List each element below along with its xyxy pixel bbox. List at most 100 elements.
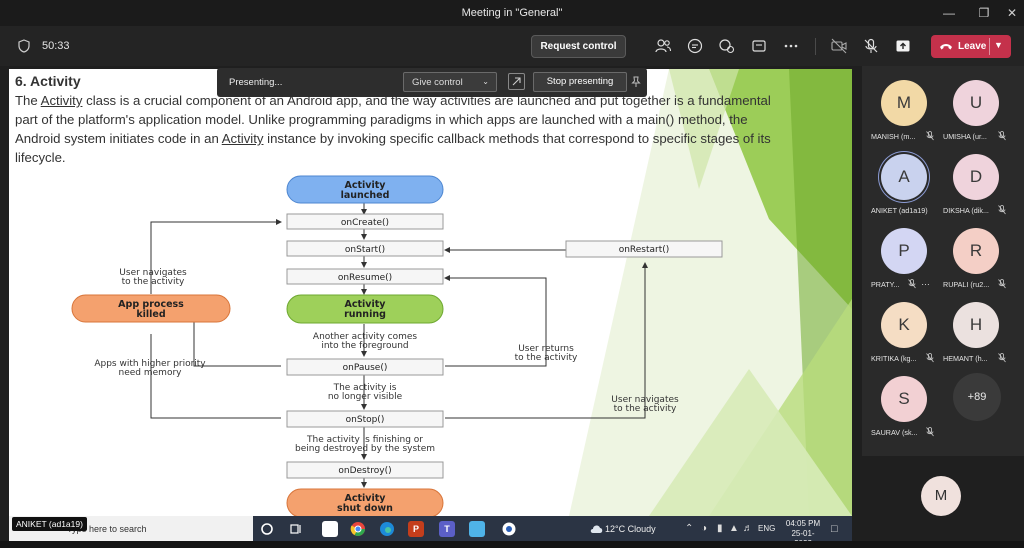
paragraph-text: The	[15, 93, 41, 108]
node-text: launched	[341, 190, 390, 201]
leave-separator	[989, 38, 990, 55]
note-finishing: being destroyed by the system	[295, 444, 435, 454]
camera-off-icon[interactable]	[830, 37, 848, 55]
battery-icon: ▮	[717, 523, 723, 534]
participant-name: KRITIKA (kg...	[871, 354, 917, 363]
node-text: running	[344, 309, 386, 320]
mic-off-icon	[926, 131, 934, 141]
participant-avatar: H	[953, 302, 999, 348]
participant-avatar: K	[881, 302, 927, 348]
shared-screen: 6. Activity The Activity class is a cruc…	[0, 66, 862, 548]
participant-name: ANIKET (ad1a19)	[871, 206, 928, 215]
node-text: onResume()	[338, 273, 392, 283]
node-text: onStop()	[346, 415, 385, 425]
node-text: onStart()	[345, 245, 385, 255]
note-higher-priority: Apps with higher priority	[94, 359, 206, 369]
node-text: killed	[136, 309, 165, 320]
people-icon[interactable]	[654, 37, 672, 55]
stop-presenting-button[interactable]: Stop presenting	[533, 72, 627, 92]
node-text: onCreate()	[341, 218, 389, 228]
node-on-pause: onPause()	[286, 358, 444, 376]
leave-button[interactable]: Leave ▼	[931, 35, 1011, 58]
mic-off-icon	[998, 353, 1006, 363]
diagram-connectors	[150, 203, 648, 488]
note-another-activity: into the foreground	[321, 341, 408, 351]
participant-avatar: P	[881, 228, 927, 274]
chevron-down-icon[interactable]: ▼	[994, 40, 1003, 50]
mic-off-icon	[908, 279, 916, 289]
give-control-label: Give control	[412, 77, 463, 88]
mic-off-icon	[926, 353, 934, 363]
participant-name: HEMANT (h...	[943, 354, 988, 363]
toolbar-divider	[815, 38, 816, 55]
underlined-term: Activity	[221, 131, 264, 146]
participant-tile[interactable]: A ANIKET (ad1a19)	[869, 142, 939, 215]
participant-tile[interactable]: S SAURAV (sk...	[869, 364, 939, 437]
media-app-icon	[502, 522, 516, 536]
more-icon[interactable]	[782, 37, 800, 55]
node-on-stop: onStop()	[286, 410, 444, 428]
overflow-participants-count[interactable]: +89	[953, 373, 1001, 421]
note-no-longer-visible: The activity is	[333, 383, 397, 393]
node-on-resume: onResume()	[286, 268, 444, 285]
mic-off-icon[interactable]	[862, 37, 880, 55]
node-on-restart: onRestart()	[565, 240, 723, 258]
task-view-icon	[290, 524, 301, 534]
restore-icon[interactable]: ❐	[978, 6, 990, 20]
meeting-timer: 50:33	[42, 40, 70, 52]
popout-icon[interactable]	[508, 73, 525, 90]
window-title: Meeting in "General"	[461, 7, 563, 19]
reactions-icon[interactable]	[718, 37, 736, 55]
participant-tile[interactable]: K KRITIKA (kg...	[869, 290, 939, 363]
language-indicator: ENG	[758, 524, 776, 533]
notification-icon: □	[831, 523, 838, 535]
presenter-name-tag: ANIKET (ad1a19)	[12, 517, 87, 531]
mic-off-icon	[998, 131, 1006, 141]
presenting-bar: Presenting... Give control ⌄ Stop presen…	[217, 68, 647, 97]
node-text: onRestart()	[619, 245, 670, 255]
presentation-slide: 6. Activity The Activity class is a cruc…	[9, 69, 852, 516]
shared-taskbar: Type here to search ANIKET (ad1a19) P T …	[9, 516, 852, 548]
underlined-term: Activity	[40, 93, 83, 108]
minimize-icon[interactable]: —	[943, 6, 955, 20]
mic-off-icon	[998, 205, 1006, 215]
participant-name: SAURAV (sk...	[871, 428, 918, 437]
participant-avatar: U	[953, 80, 999, 126]
chevron-down-icon: ⌄	[482, 77, 489, 86]
note-navigates-bottom: User navigates	[611, 395, 679, 405]
meeting-toolbar: 50:33 Request control	[0, 26, 1024, 66]
shield-icon	[18, 39, 30, 53]
give-control-dropdown[interactable]: Give control ⌄	[403, 72, 497, 92]
chat-icon[interactable]	[686, 37, 704, 55]
close-icon[interactable]: ✕	[1006, 6, 1018, 20]
participant-tile[interactable]: R RUPALI (ru2...	[941, 216, 1011, 289]
node-activity-running: Activity running	[286, 294, 444, 324]
node-activity-launched: Activity launched	[286, 175, 444, 204]
hang-up-icon	[940, 44, 952, 50]
request-control-button[interactable]: Request control	[531, 35, 626, 58]
leave-label: Leave	[958, 41, 987, 52]
participant-avatar: S	[881, 376, 927, 422]
activity-lifecycle-diagram: Activity launched onCreate() onStart() o…	[71, 175, 723, 516]
note-user-returns: to the activity	[515, 353, 578, 363]
share-icon[interactable]	[894, 37, 912, 55]
note-navigates-bottom: to the activity	[614, 404, 677, 414]
more-icon[interactable]: …	[921, 277, 930, 287]
self-avatar[interactable]: M	[921, 476, 961, 516]
bottom-strip	[0, 541, 1024, 548]
participant-avatar: A	[881, 154, 927, 200]
paragraph-text: instance by invoking specific callback m…	[15, 131, 771, 165]
participant-tile[interactable]: H HEMANT (h...	[941, 290, 1011, 363]
pin-icon[interactable]	[630, 76, 642, 88]
participant-name: RUPALI (ru2...	[943, 280, 990, 289]
weather-text: 12°C Cloudy	[605, 524, 656, 534]
node-activity-shut-down: Activity shut down	[286, 488, 444, 516]
share-tray-icon[interactable]	[750, 37, 768, 55]
participant-avatar: R	[953, 228, 999, 274]
